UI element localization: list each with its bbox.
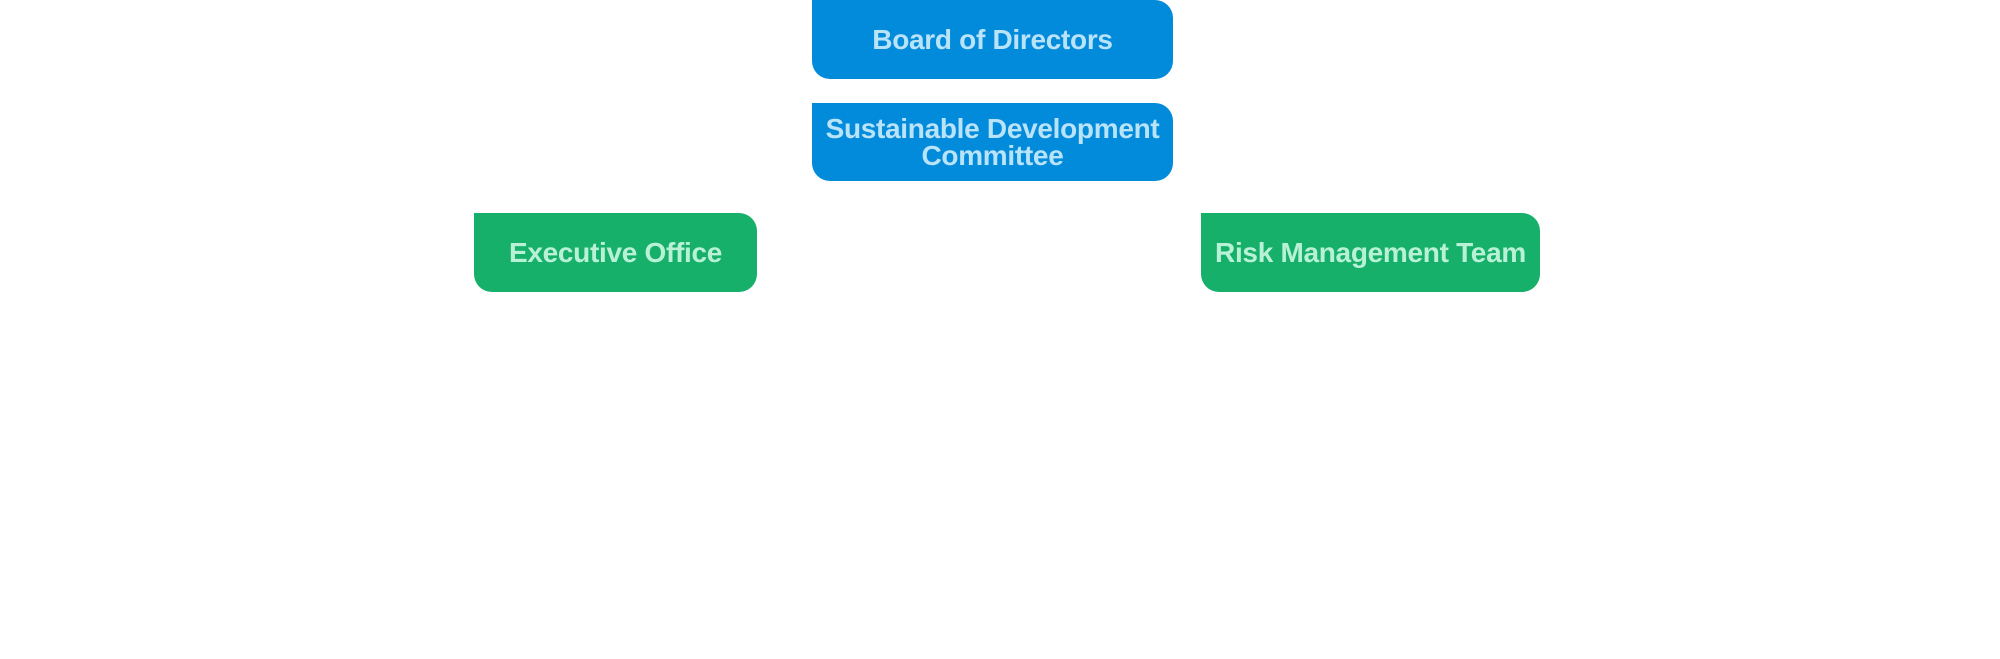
risk-management-team-box: Risk Management Team [1201,213,1540,292]
executive-office-box: Executive Office [474,213,757,292]
board-of-directors-box: Board of Directors [812,0,1173,79]
sustainable-development-committee-label: Sustainable Development Committee [825,113,1160,171]
executive-office-label: Executive Office [508,237,723,268]
risk-management-team-label: Risk Management Team [1215,237,1526,268]
board-of-directors-label: Board of Directors [872,24,1113,55]
sustainable-development-committee-box: Sustainable Development Committee [812,103,1173,181]
